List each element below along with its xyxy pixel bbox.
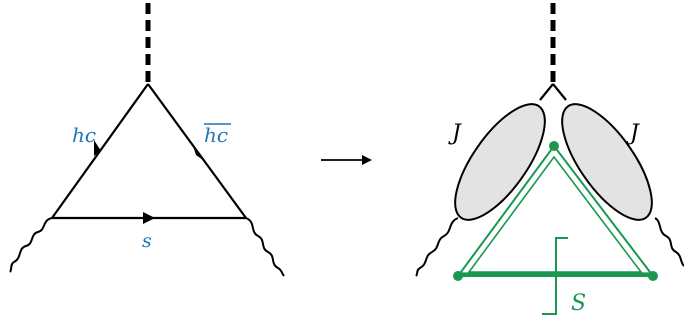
left-hcbar-arrow xyxy=(193,146,203,160)
right-jet-left-line xyxy=(539,83,554,101)
soft-vertex-left xyxy=(453,271,463,281)
soft-vertex-top xyxy=(549,141,559,151)
right-photon-right xyxy=(654,217,684,267)
jet-left-blob xyxy=(454,103,546,221)
label-jet-left: J xyxy=(448,121,462,146)
transform-arrow xyxy=(321,155,372,165)
jet-right-blob xyxy=(561,103,653,221)
right-diagram: J J S xyxy=(415,3,684,316)
left-hc-arrow xyxy=(94,140,101,156)
left-diagram: hc hc s xyxy=(9,3,285,277)
left-soft-arrow xyxy=(143,212,155,224)
label-soft-cut: S xyxy=(571,291,586,316)
right-photon-left xyxy=(415,217,459,277)
label-hc-bar: hc xyxy=(204,123,228,147)
soft-cut-line xyxy=(542,237,568,315)
left-photon-right xyxy=(245,217,285,277)
left-photon-left xyxy=(9,217,53,273)
label-s: s xyxy=(142,230,152,252)
right-jet-right-line xyxy=(552,83,567,101)
label-jet-right: J xyxy=(626,121,640,146)
soft-vertex-right xyxy=(648,271,658,281)
label-hc: hc xyxy=(72,123,96,147)
left-hcbar-propagator xyxy=(147,83,247,219)
